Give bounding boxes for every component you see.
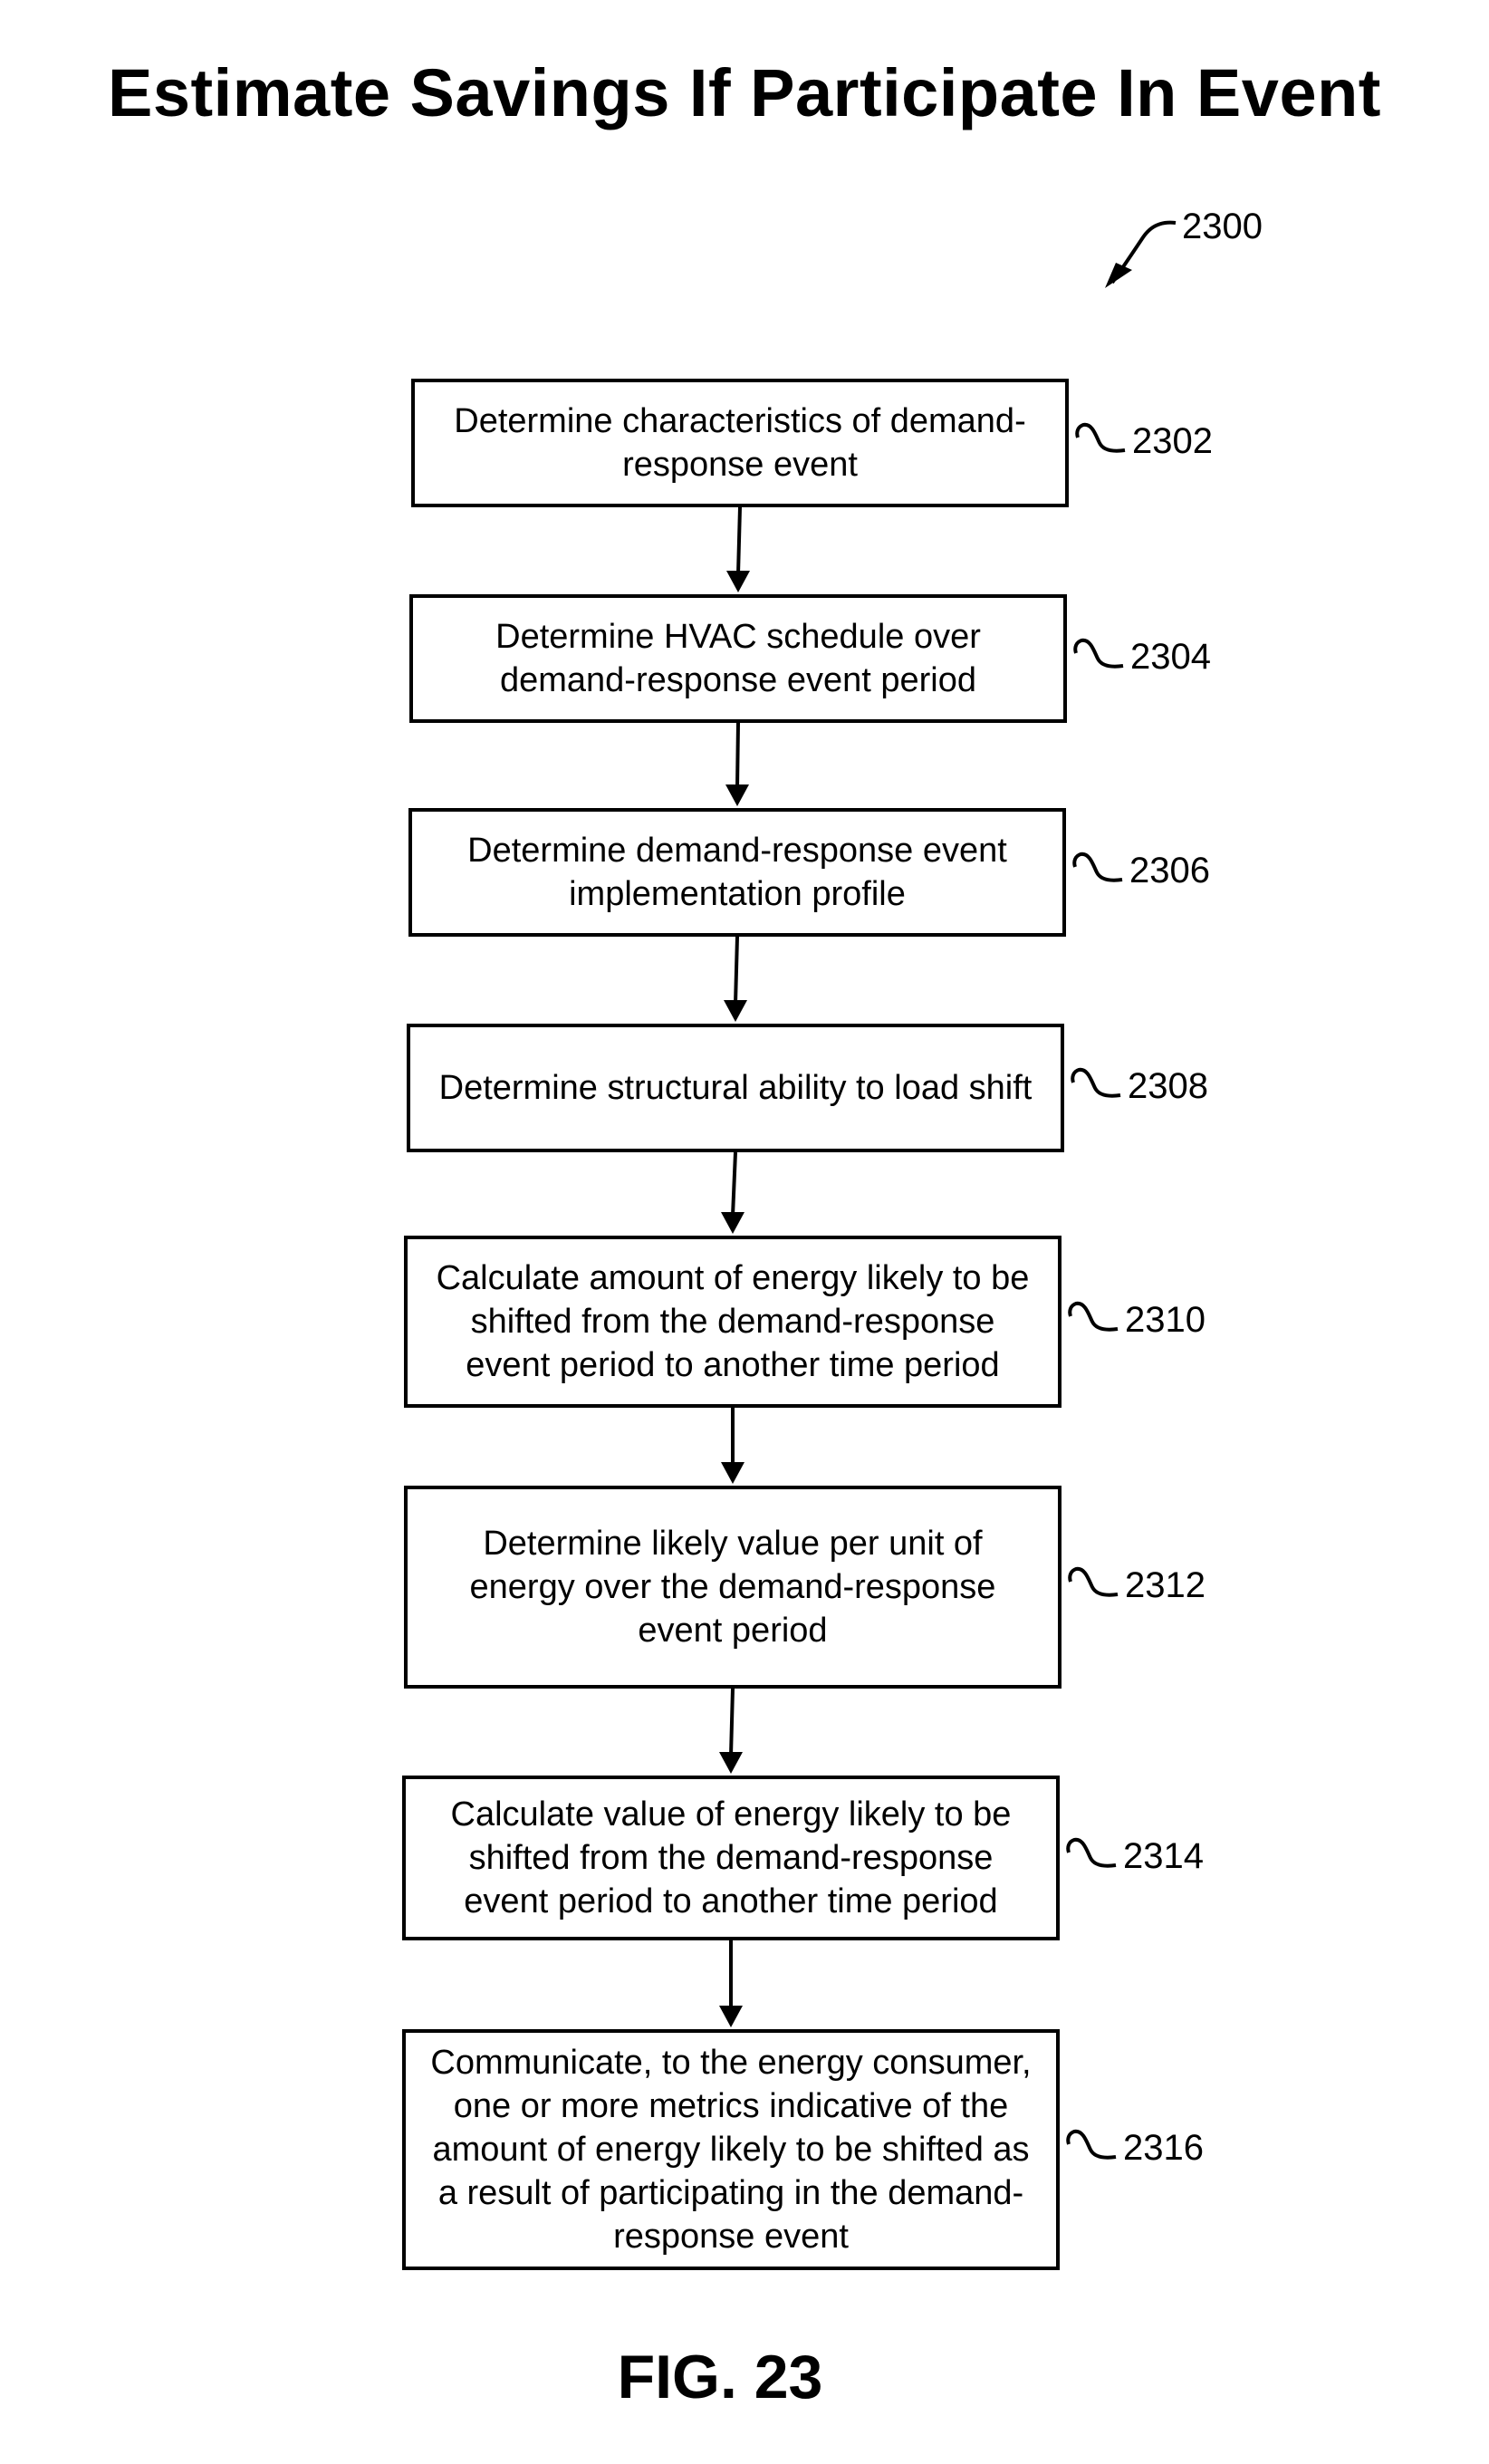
process-step-2310: Calculate amount of energy likely to be … (404, 1236, 1062, 1408)
process-step-2308: Determine structural ability to load shi… (407, 1024, 1064, 1152)
step-reference-number: 2316 (1123, 2128, 1204, 2169)
flow-arrowhead (719, 2006, 743, 2027)
process-step-label: Determine structural ability to load shi… (439, 1066, 1033, 1110)
reference-leader-squiggle (1072, 1070, 1120, 1096)
flow-arrowhead (719, 1752, 743, 1774)
figure-reference-number: 2300 (1182, 207, 1263, 247)
flow-arrowhead (721, 1212, 744, 1234)
reference-leader-squiggle (1077, 425, 1125, 451)
step-reference-number: 2314 (1123, 1836, 1204, 1877)
step-reference-number: 2306 (1129, 851, 1210, 891)
flow-arrow-line (737, 723, 738, 788)
process-step-2302: Determine characteristics of demand- res… (411, 379, 1069, 507)
process-step-2304: Determine HVAC schedule over demand-resp… (409, 594, 1067, 723)
flow-arrowhead (721, 1462, 744, 1484)
process-step-label: Determine likely value per unit of energ… (470, 1522, 996, 1652)
process-step-2306: Determine demand-response event implemen… (408, 808, 1066, 937)
reference-leader-squiggle (1075, 640, 1123, 667)
reference-leader-squiggle (1068, 1840, 1116, 1866)
process-step-label: Communicate, to the energy consumer, one… (430, 2041, 1031, 2258)
flow-arrow-line (733, 1152, 735, 1216)
figure-label: FIG. 23 (0, 2342, 1440, 2412)
reference-leader-squiggle (1074, 854, 1122, 881)
step-reference-number: 2304 (1130, 637, 1211, 678)
figure-ref-arrowhead (1105, 263, 1132, 288)
process-step-label: Determine characteristics of demand- res… (454, 399, 1025, 486)
flow-arrow-line (738, 507, 740, 574)
flow-arrow-line (731, 1689, 733, 1756)
step-reference-number: 2310 (1125, 1300, 1206, 1341)
step-reference-number: 2312 (1125, 1565, 1206, 1606)
process-step-label: Calculate value of energy likely to be s… (451, 1793, 1012, 1923)
process-step-label: Determine demand-response event implemen… (467, 829, 1007, 916)
process-step-label: Calculate amount of energy likely to be … (437, 1256, 1030, 1387)
flow-arrowhead (726, 571, 750, 592)
flow-arrow-line (735, 937, 737, 1004)
flow-arrowhead (725, 784, 749, 806)
process-step-2316: Communicate, to the energy consumer, one… (402, 2029, 1060, 2270)
flow-arrowhead (724, 1000, 747, 1022)
step-reference-number: 2302 (1132, 421, 1213, 462)
reference-leader-squiggle (1070, 1304, 1118, 1330)
step-reference-number: 2308 (1128, 1066, 1208, 1107)
reference-leader-squiggle (1068, 2132, 1116, 2158)
process-step-2312: Determine likely value per unit of energ… (404, 1486, 1062, 1689)
reference-leader-squiggle (1070, 1569, 1118, 1595)
process-step-label: Determine HVAC schedule over demand-resp… (495, 615, 981, 702)
process-step-2314: Calculate value of energy likely to be s… (402, 1776, 1060, 1940)
